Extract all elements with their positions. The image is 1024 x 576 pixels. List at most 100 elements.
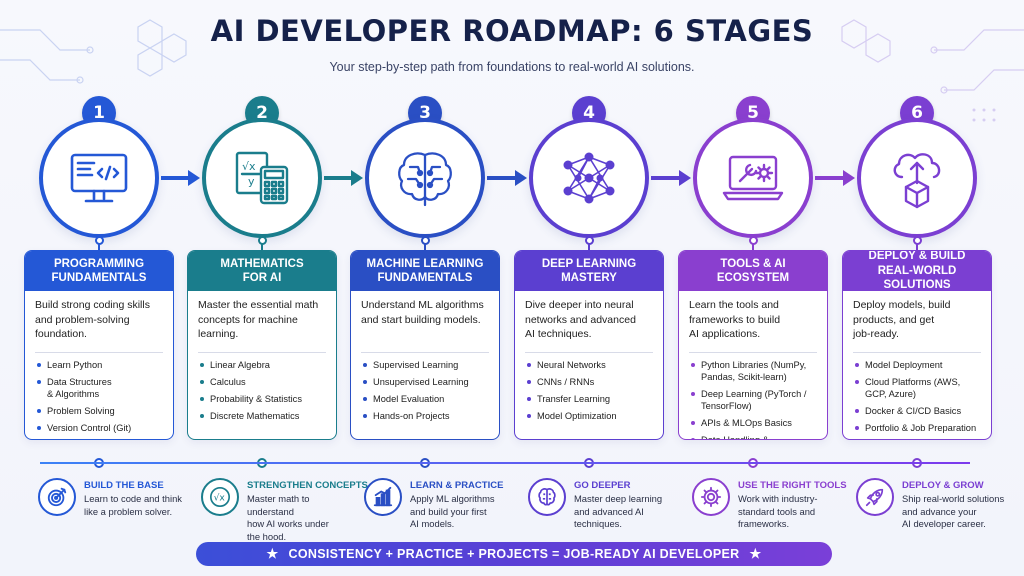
brain-icon [536,486,558,508]
stage-connector-line [424,244,426,250]
stage-icon-circle [529,118,649,238]
stage-divider [198,352,326,353]
laptop-tools-icon [718,143,788,213]
tip-title: STRENGTHEN CONCEPTS [247,480,368,491]
cloud-deploy-icon [882,143,952,213]
stage-header: DEEP LEARNING MASTERY [515,251,663,291]
stage-divider [361,352,489,353]
stage-topic-item: Hands-on Projects [363,410,491,422]
tip-text: Work with industry- standard tools and f… [738,493,818,530]
svg-text:√x: √x [214,493,226,504]
stage-topic-item: Problem Solving [37,405,165,417]
svg-text:√x: √x [242,160,256,173]
stage-card-1: PROGRAMMING FUNDAMENTALS Build strong co… [24,250,174,440]
stage-arrow-icon [487,170,527,186]
stage-divider [525,352,653,353]
tip-text: Master math to understand how AI works u… [247,493,329,543]
star-icon: ★ [749,546,762,561]
page-title: AI DEVELOPER ROADMAP: 6 STAGES [210,14,814,48]
tip-text: Learn to code and think like a problem s… [84,493,182,517]
stage-arrow-icon [324,170,363,186]
stage-topic-item: Unsupervised Learning [363,376,491,388]
stage-topic-item: Discrete Mathematics [200,410,328,422]
stage-connector-line [916,244,918,250]
monitor-code-icon [64,143,134,213]
tip-title: DEPLOY & GROW [902,480,984,491]
stage-topic-item: Neural Networks [527,359,655,371]
rocket-icon [864,486,886,508]
stage-topic-item: Version Control (Git) [37,422,165,434]
stage-arrow-icon [815,170,855,186]
stage-topic-item: CNNs / RNNs [527,376,655,388]
neural-network-icon [554,143,624,213]
stage-topic-item: Model Deployment [855,359,983,371]
tip-text: Apply ML algorithms and build your first… [410,493,495,530]
timeline [40,462,970,464]
stage-icon-circle [693,118,813,238]
tip-title: GO DEEPER [574,480,631,491]
svg-text:y: y [248,175,255,188]
stage-topic-item: Portfolio & Job Preparation [855,422,983,434]
tip-title: BUILD THE BASE [84,480,164,491]
tip-icon-circle [856,478,894,516]
stage-connector-line [261,244,263,250]
stage-topic-item: Linear Algebra [200,359,328,371]
stage-card-5: TOOLS & AI ECOSYSTEM Learn the tools and… [678,250,828,440]
stage-topic-item: Data Handling & Visualization [691,434,819,439]
stage-icon-circle [39,118,159,238]
tip-title: USE THE RIGHT TOOLS [738,480,847,491]
stage-header: TOOLS & AI ECOSYSTEM [679,251,827,291]
stage-topic-item: Model Optimization [527,410,655,422]
motto-text: CONSISTENCY + PRACTICE + PROJECTS = JOB-… [288,547,740,561]
stage-connector-line [752,244,754,250]
sqrt-icon: √x [209,486,231,508]
stage-topic-item: Python Libraries (NumPy, Pandas, Scikit-… [691,359,819,383]
stage-description: Learn the tools and frameworks to build … [689,299,781,341]
stage-icon-circle: √x y [202,118,322,238]
stage-topic-item: APIs & MLOps Basics [691,417,819,429]
stage-topic-item: Model Evaluation [363,393,491,405]
tip-icon-circle [364,478,402,516]
stage-topic-item: Cloud Platforms (AWS, GCP, Azure) [855,376,983,400]
tip-text: Master deep learning and advanced AI tec… [574,493,663,530]
stage-description: Understand ML algorithms and start build… [361,299,484,326]
gear-icon [700,486,722,508]
motto-banner: ★ CONSISTENCY + PRACTICE + PROJECTS = JO… [196,542,832,566]
stage-divider [853,352,981,353]
stage-topic-item: Data Structures & Algorithms [37,376,165,400]
star-icon: ★ [266,546,279,561]
stage-header: DEPLOY & BUILD REAL-WORLD SOLUTIONS [843,251,991,291]
tip-title: LEARN & PRACTICE [410,480,504,491]
stage-description: Build strong coding skills and problem-s… [35,299,150,341]
stage-card-6: DEPLOY & BUILD REAL-WORLD SOLUTIONS Depl… [842,250,992,440]
stage-topic-item: Transfer Learning [527,393,655,405]
stage-arrow-icon [651,170,691,186]
bar-chart-icon [372,486,394,508]
stage-divider [35,352,163,353]
tip-icon-circle: √x [201,478,239,516]
stage-topic-item: Docker & CI/CD Basics [855,405,983,417]
stage-header: PROGRAMMING FUNDAMENTALS [25,251,173,291]
stage-topic-list: Python Libraries (NumPy, Pandas, Scikit-… [679,353,827,439]
tip-text: Ship real-world solutions and advance yo… [902,493,1005,530]
stage-header: MACHINE LEARNING FUNDAMENTALS [351,251,499,291]
target-icon [46,486,68,508]
stage-icon-circle [857,118,977,238]
stage-description: Dive deeper into neural networks and adv… [525,299,636,341]
stage-topic-item: Learn Python [37,359,165,371]
stage-card-4: DEEP LEARNING MASTERY Dive deeper into n… [514,250,664,440]
tip-icon-circle [528,478,566,516]
stage-card-3: MACHINE LEARNING FUNDAMENTALS Understand… [350,250,500,440]
brain-circuit-icon [390,143,460,213]
stage-description: Deploy models, build products, and get j… [853,299,951,341]
stage-arrow-icon [161,170,200,186]
stage-divider [689,352,817,353]
stage-card-2: MATHEMATICS FOR AI Master the essential … [187,250,337,440]
stage-topic-item: Calculus [200,376,328,388]
stage-connector-line [588,244,590,250]
